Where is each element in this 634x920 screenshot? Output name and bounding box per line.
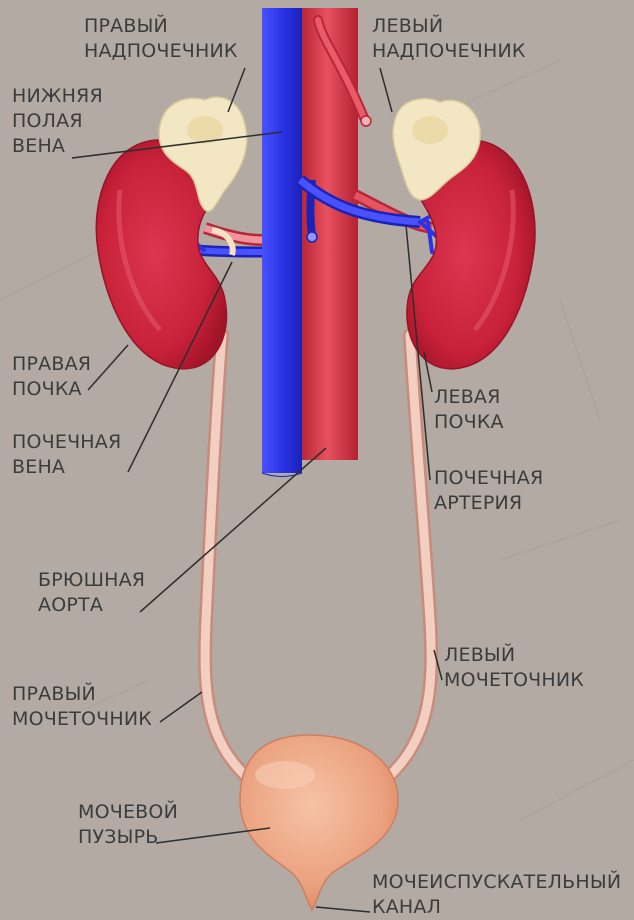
left-ureter (385, 335, 431, 780)
label-bladder-line1: МОЧЕВОЙ (78, 800, 178, 825)
label-left-ureter-line2: МОЧЕТОЧНИК (444, 668, 584, 693)
label-bladder-line2: ПУЗЫРЬ (78, 825, 178, 850)
label-right-adrenal-line2: НАДПОЧЕЧНИК (84, 39, 238, 64)
aorta-shape (302, 8, 371, 460)
leader-left-adrenal (380, 68, 392, 112)
label-urethra-line2: КАНАЛ (372, 895, 621, 920)
label-renal-artery-line2: АРТЕРИЯ (434, 491, 543, 516)
label-vena-cava-line1: НИЖНЯЯ (12, 84, 103, 109)
label-left-adrenal-line2: НАДПОЧЕЧНИК (372, 39, 526, 64)
label-left-kidney: ЛЕВАЯ ПОЧКА (434, 385, 504, 435)
label-right-kidney-line2: ПОЧКА (12, 377, 91, 402)
label-right-adrenal-line1: ПРАВЫЙ (84, 14, 238, 39)
label-urethra-line1: МОЧЕИСПУСКАТЕЛЬНЫЙ (372, 870, 621, 895)
vena-cava-shape (262, 8, 302, 477)
label-left-kidney-line2: ПОЧКА (434, 410, 504, 435)
right-ureter (205, 335, 250, 780)
label-vena-cava-line3: ВЕНА (12, 134, 103, 159)
label-right-kidney: ПРАВАЯ ПОЧКА (12, 352, 91, 402)
label-vena-cava-line2: ПОЛАЯ (12, 109, 103, 134)
leader-right-ureter (160, 692, 202, 722)
label-renal-vein: ПОЧЕЧНАЯ ВЕНА (12, 430, 121, 480)
label-renal-vein-line1: ПОЧЕЧНАЯ (12, 430, 121, 455)
label-left-kidney-line1: ЛЕВАЯ (434, 385, 504, 410)
label-vena-cava: НИЖНЯЯ ПОЛАЯ ВЕНА (12, 84, 103, 159)
label-left-adrenal: ЛЕВЫЙ НАДПОЧЕЧНИК (372, 14, 526, 64)
label-abdominal-aorta-line2: АОРТА (38, 593, 145, 618)
label-left-ureter-line1: ЛЕВЫЙ (444, 643, 584, 668)
label-renal-vein-line2: ВЕНА (12, 455, 121, 480)
label-abdominal-aorta: БРЮШНАЯ АОРТА (38, 568, 145, 618)
label-right-adrenal: ПРАВЫЙ НАДПОЧЕЧНИК (84, 14, 238, 64)
label-left-ureter: ЛЕВЫЙ МОЧЕТОЧНИК (444, 643, 584, 693)
label-right-kidney-line1: ПРАВАЯ (12, 352, 91, 377)
label-abdominal-aorta-line1: БРЮШНАЯ (38, 568, 145, 593)
label-right-ureter-line2: МОЧЕТОЧНИК (12, 707, 152, 732)
label-urethra: МОЧЕИСПУСКАТЕЛЬНЫЙ КАНАЛ (372, 870, 621, 920)
label-right-ureter: ПРАВЫЙ МОЧЕТОЧНИК (12, 682, 152, 732)
label-renal-artery: ПОЧЕЧНАЯ АРТЕРИЯ (434, 466, 543, 516)
leader-right-kidney (88, 345, 128, 390)
label-renal-artery-line1: ПОЧЕЧНАЯ (434, 466, 543, 491)
leader-urethra (316, 907, 370, 912)
leader-aorta (140, 448, 326, 612)
label-left-adrenal-line1: ЛЕВЫЙ (372, 14, 526, 39)
label-bladder: МОЧЕВОЙ ПУЗЫРЬ (78, 800, 178, 850)
label-right-ureter-line1: ПРАВЫЙ (12, 682, 152, 707)
